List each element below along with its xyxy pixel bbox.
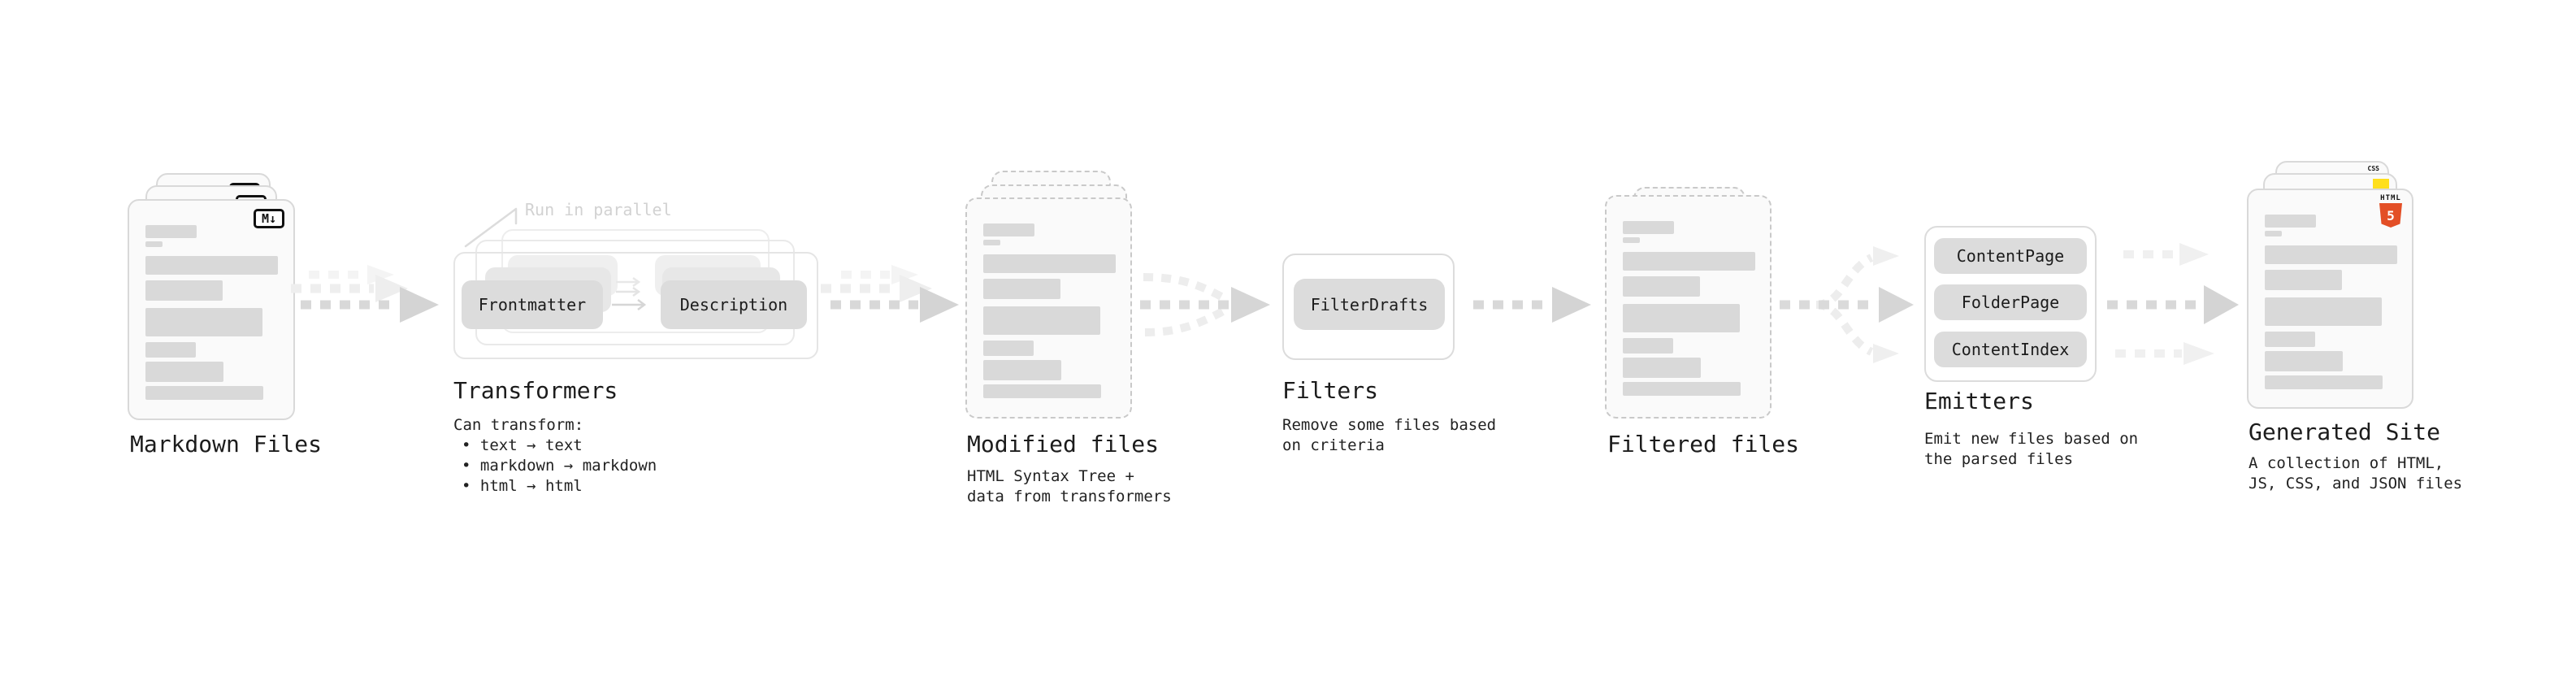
stage-label-transformers: Transformers <box>453 377 618 404</box>
text-placeholder-bar <box>1623 338 1673 354</box>
stage-label-filters: Filters <box>1282 377 1379 404</box>
text-placeholder-bar <box>2265 215 2316 228</box>
text-placeholder-bar <box>1623 358 1701 378</box>
emitter-pill-contentpage: ContentPage <box>1934 238 2087 274</box>
desc-line: Emit new files based on <box>1924 430 2139 448</box>
text-placeholder-bar <box>145 241 163 247</box>
markdown-file-card-front: M↓ <box>128 199 295 420</box>
text-placeholder-bar <box>1623 276 1700 297</box>
stage-desc-transformers: Can transform: • text → text • markdown … <box>453 415 657 497</box>
stage-desc-filters: Remove some files based on criteria <box>1282 415 1496 456</box>
transformer-pill-description: Description <box>661 280 807 329</box>
text-placeholder-bar <box>1623 221 1674 234</box>
text-placeholder-bar <box>145 362 223 382</box>
pill-to-pill-arrows <box>612 276 647 310</box>
generated-file-card-html: HTML 5 <box>2247 189 2413 409</box>
flow-arrow-markdown-to-transformers <box>291 265 439 323</box>
text-placeholder-bar <box>983 254 1116 273</box>
text-placeholder-bar <box>145 386 263 400</box>
text-placeholder-bar <box>1623 382 1741 396</box>
js-icon <box>2373 179 2389 189</box>
run-in-parallel-callout: Run in parallel <box>525 200 672 219</box>
filtered-file-card-front <box>1605 195 1772 419</box>
text-placeholder-bar <box>983 279 1060 299</box>
markdown-icon: M↓ <box>254 209 284 228</box>
modified-file-card-front <box>965 197 1132 419</box>
desc-line: on criteria <box>1282 436 1385 454</box>
desc-line: JS, CSS, and JSON files <box>2249 475 2463 492</box>
desc-line: A collection of HTML, <box>2249 454 2444 472</box>
text-placeholder-bar <box>1623 304 1740 332</box>
transform-bullet: • markdown → markdown <box>462 457 657 475</box>
transformer-pill-frontmatter: Frontmatter <box>462 280 603 329</box>
filter-pill-filterdrafts: FilterDrafts <box>1294 279 1445 330</box>
desc-line: Remove some files based <box>1282 416 1497 434</box>
flow-arrow-filters-to-filtered <box>1473 287 1591 323</box>
text-placeholder-bar <box>2265 297 2382 326</box>
transformers-desc-heading: Can transform: <box>453 416 584 434</box>
text-placeholder-bar <box>983 223 1034 236</box>
html5-icon: HTML 5 <box>2379 194 2402 228</box>
text-placeholder-bar <box>2265 332 2315 347</box>
stage-label-filtered-files: Filtered files <box>1607 431 1800 458</box>
callout-leader-line <box>464 207 518 248</box>
text-placeholder-bar <box>145 256 278 275</box>
text-placeholder-bar <box>2265 231 2282 236</box>
text-placeholder-bar <box>983 306 1100 335</box>
text-placeholder-bar <box>145 225 197 238</box>
html5-icon-word: HTML <box>2380 194 2401 202</box>
transform-bullet: • text → text <box>462 436 583 454</box>
text-placeholder-bar <box>2265 245 2397 264</box>
flow-arrow-filtered-to-emitters <box>1780 246 1914 363</box>
stage-label-emitters: Emitters <box>1924 388 2034 414</box>
transform-bullet: • html → html <box>462 477 583 495</box>
desc-line: HTML Syntax Tree + <box>967 467 1134 485</box>
text-placeholder-bar <box>1623 252 1755 271</box>
flow-arrows-emitters-to-generated <box>2107 243 2239 365</box>
flow-arrow-modified-to-filters <box>1140 273 1270 336</box>
desc-line: the parsed files <box>1924 450 2074 468</box>
stage-desc-emitters: Emit new files based on the parsed files <box>1924 429 2138 470</box>
stage-label-generated-site: Generated Site <box>2249 419 2441 445</box>
text-placeholder-bar <box>983 384 1101 398</box>
stage-label-markdown-files: Markdown Files <box>130 431 323 458</box>
emitter-pill-contentindex: ContentIndex <box>1934 332 2087 367</box>
text-placeholder-bar <box>2265 375 2383 389</box>
text-placeholder-bar <box>145 308 262 336</box>
text-placeholder-bar <box>2265 351 2343 371</box>
text-placeholder-bar <box>145 280 223 301</box>
stage-desc-modified-files: HTML Syntax Tree + data from transformer… <box>967 466 1172 507</box>
text-placeholder-bar <box>145 342 196 358</box>
desc-line: data from transformers <box>967 488 1172 505</box>
transformer-run-box-front <box>453 252 818 359</box>
text-placeholder-bar <box>1623 237 1640 243</box>
flow-arrow-transformers-to-modified <box>821 265 959 323</box>
stage-label-modified-files: Modified files <box>967 431 1160 458</box>
stage-desc-generated-site: A collection of HTML, JS, CSS, and JSON … <box>2249 453 2462 494</box>
text-placeholder-bar <box>983 340 1034 356</box>
html5-icon-shield: 5 <box>2379 203 2402 228</box>
text-placeholder-bar <box>983 240 1000 245</box>
text-placeholder-bar <box>983 360 1061 380</box>
emitter-pill-folderpage: FolderPage <box>1934 284 2087 320</box>
text-placeholder-bar <box>2265 270 2342 290</box>
